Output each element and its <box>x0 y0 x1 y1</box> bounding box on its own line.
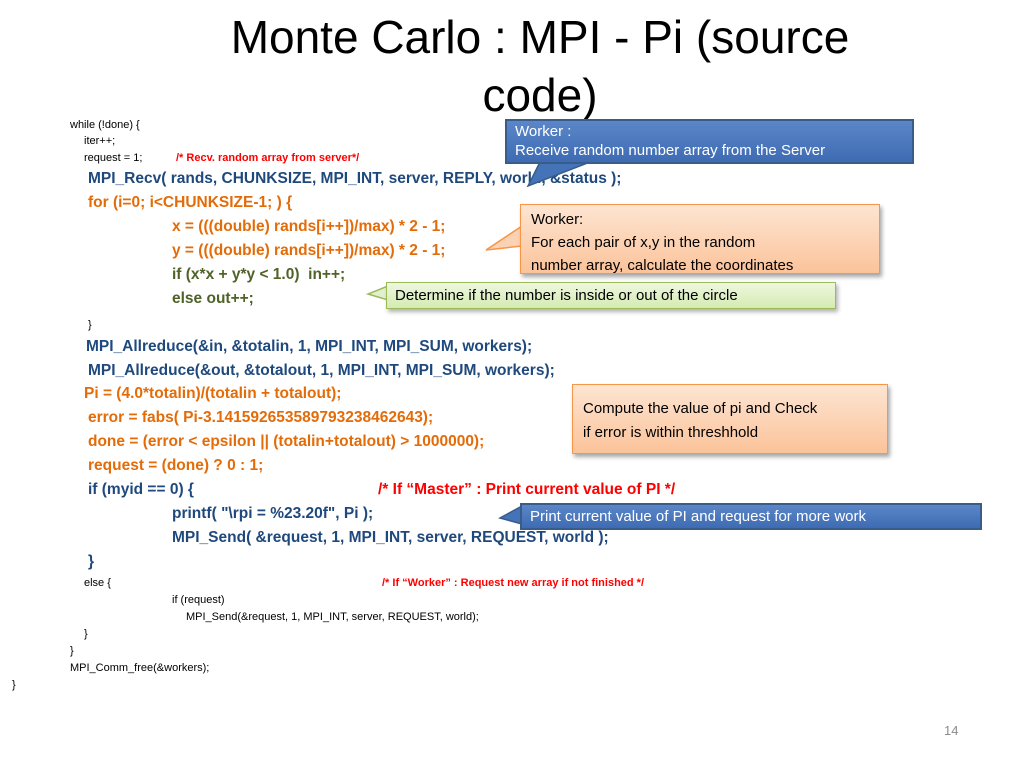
callout-text: Print current value of PI and request fo… <box>530 508 866 525</box>
code-line: x = (((double) rands[i++])/max) * 2 - 1; <box>172 218 446 235</box>
code-line: request = 1; <box>84 152 143 164</box>
code-line: if (x*x + y*y < 1.0) in++; <box>172 266 346 283</box>
callout-text: Worker : <box>515 123 572 140</box>
callout-text: For each pair of x,y in the random <box>531 234 756 251</box>
callout-text: Determine if the number is inside or out… <box>395 287 738 304</box>
code-line: MPI_Allreduce(&in, &totalin, 1, MPI_INT,… <box>86 338 533 355</box>
code-line: MPI_Send( &request, 1, MPI_INT, server, … <box>172 529 609 546</box>
pointer-inside-circle <box>365 284 389 302</box>
code-line: } <box>84 628 88 640</box>
code-line: } <box>88 553 95 570</box>
callout-text: Worker: <box>531 211 584 228</box>
code-line: y = (((double) rands[i++])/max) * 2 - 1; <box>172 242 446 259</box>
callout-compute-pi: Compute the value of pi and Check if err… <box>572 384 888 454</box>
code-line: else out++; <box>172 290 254 307</box>
code-line: } <box>12 679 16 691</box>
code-line: } <box>88 319 92 331</box>
callout-text: if error is within threshhold <box>583 424 759 441</box>
code-line: if (request) <box>172 594 225 606</box>
code-line: iter++; <box>84 135 116 147</box>
callout-text: number array, calculate the coordinates <box>531 257 794 274</box>
slide-title: Monte Carlo : MPI - Pi (source code) <box>230 11 850 121</box>
code-line: done = (error < epsilon || (totalin+tota… <box>88 433 485 450</box>
code-comment: /* If “Worker” : Request new array if no… <box>382 577 645 589</box>
callout-text: Compute the value of pi and Check <box>583 400 818 417</box>
callout-worker-recv: Worker : Receive random number array fro… <box>505 119 914 164</box>
callout-worker-coords: Worker: For each pair of x,y in the rand… <box>520 204 880 274</box>
code-comment: /* Recv. random array from server*/ <box>176 152 360 164</box>
pointer-worker-coords <box>485 224 523 251</box>
code-line: Pi = (4.0*totalin)/(totalin + totalout); <box>84 385 342 402</box>
code-line: error = fabs( Pi-3.141592653589793238462… <box>88 409 434 426</box>
code-line: for (i=0; i<CHUNKSIZE-1; ) { <box>88 194 293 211</box>
code-line: MPI_Send(&request, 1, MPI_INT, server, R… <box>186 611 479 623</box>
callout-print-pi: Print current value of PI and request fo… <box>520 503 982 530</box>
pointer-print-pi <box>498 504 523 525</box>
code-line: } <box>70 645 74 657</box>
page-number: 14 <box>944 723 959 738</box>
callout-text: Receive random number array from the Ser… <box>515 142 826 159</box>
code-line: MPI_Comm_free(&workers); <box>70 662 210 674</box>
code-line: if (myid == 0) { <box>88 481 194 498</box>
code-line: MPI_Allreduce(&out, &totalout, 1, MPI_IN… <box>88 362 555 379</box>
code-line: request = (done) ? 0 : 1; <box>88 457 264 474</box>
code-line: MPI_Recv( rands, CHUNKSIZE, MPI_INT, ser… <box>88 170 622 187</box>
code-line: while (!done) { <box>70 119 140 131</box>
code-line: else { <box>84 577 111 589</box>
callout-inside-circle: Determine if the number is inside or out… <box>386 282 836 309</box>
code-comment: /* If “Master” : Print current value of … <box>378 481 676 498</box>
code-line: printf( "\rpi = %23.20f", Pi ); <box>172 505 374 522</box>
